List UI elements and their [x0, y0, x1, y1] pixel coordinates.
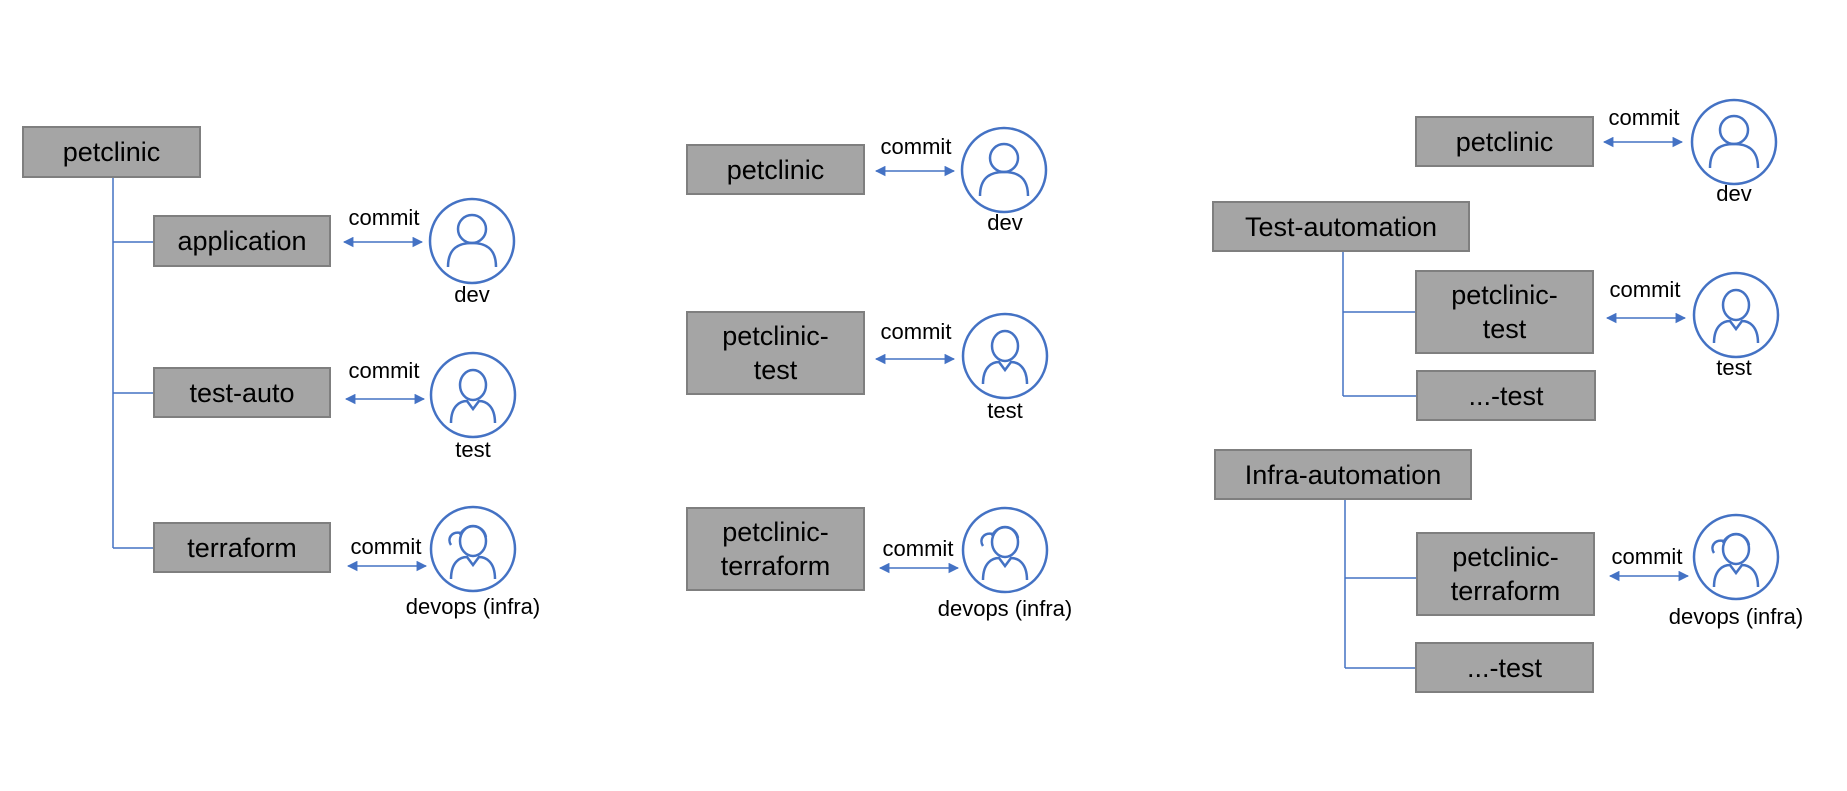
repo-label-line: test: [753, 355, 798, 385]
repo-label-line: petclinic-: [1451, 280, 1558, 310]
repo-label-line: terraform: [1450, 576, 1561, 606]
commit-label-mid-1: commit: [880, 134, 952, 159]
commit-label-right-3: commit: [1611, 544, 1683, 569]
user-tie-icon: [961, 312, 1049, 400]
repo-label-line: petclinic-: [722, 321, 829, 351]
repo-label-line: test: [1482, 314, 1527, 344]
role-label-right-dev: dev: [1716, 181, 1752, 206]
group-box-test-automation: Test-automation: [1212, 201, 1470, 252]
repo-box-petclinic-test-mid: petclinic- test: [686, 311, 865, 395]
repo-label-line: petclinic-: [722, 517, 829, 547]
role-label-mid-test: test: [987, 398, 1023, 423]
role-label-mid-dev: dev: [987, 210, 1023, 235]
commit-label-left-3: commit: [350, 534, 422, 559]
repo-box-petclinic-test-right: petclinic- test: [1415, 270, 1594, 354]
user-tie-icon: [1692, 271, 1780, 359]
role-label-left-test: test: [455, 437, 491, 462]
repo-box-petclinic-terraform-mid: petclinic- terraform: [686, 507, 865, 591]
role-label-left-dev: dev: [454, 282, 490, 307]
user-icon: [960, 126, 1048, 214]
repo-box-petclinic-mid: petclinic: [686, 144, 865, 195]
role-label-right-devops: devops (infra): [1668, 604, 1804, 629]
left-tree-connectors: [112, 178, 153, 549]
group-box-infra-automation: Infra-automation: [1214, 449, 1472, 500]
user-icon: [428, 197, 516, 285]
repo-box-infra-other-right: ...-test: [1415, 642, 1594, 693]
repo-box-test-other-right: ...-test: [1416, 370, 1596, 421]
repo-box-petclinic-terraform-right: petclinic- terraform: [1416, 532, 1595, 616]
commit-label-left-2: commit: [348, 358, 420, 383]
user-female-icon: [429, 505, 517, 593]
commit-label-mid-2: commit: [880, 319, 952, 344]
repo-box-application: application: [153, 215, 331, 267]
role-label-right-test: test: [1716, 355, 1752, 380]
user-icon: [1690, 98, 1778, 186]
commit-label-left-1: commit: [348, 205, 420, 230]
commit-label-right-1: commit: [1608, 105, 1680, 130]
role-label-left-devops: devops (infra): [405, 594, 541, 619]
repo-box-test-auto: test-auto: [153, 367, 331, 418]
commit-label-right-2: commit: [1609, 277, 1681, 302]
user-female-icon: [961, 506, 1049, 594]
repo-box-petclinic-right: petclinic: [1415, 116, 1594, 167]
role-label-mid-devops: devops (infra): [937, 596, 1073, 621]
user-tie-icon: [429, 351, 517, 439]
repo-label-line: petclinic: [726, 154, 825, 185]
user-female-icon: [1692, 513, 1780, 601]
repo-box-petclinic-root: petclinic: [22, 126, 201, 178]
commit-label-mid-3: commit: [882, 536, 954, 561]
repo-label-line: terraform: [720, 551, 831, 581]
repo-box-terraform: terraform: [153, 522, 331, 573]
repo-label-line: petclinic-: [1452, 542, 1559, 572]
commit-arrows: [342, 136, 1690, 582]
